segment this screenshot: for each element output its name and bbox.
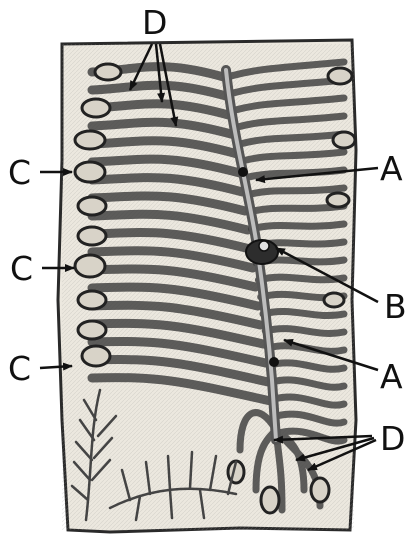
egg-niche-lower <box>269 357 279 367</box>
egg-niche-upper <box>238 167 248 177</box>
larval-gallery <box>263 311 344 315</box>
larval-gallery <box>251 224 344 229</box>
label-a-upper: A <box>380 149 403 188</box>
nuptial-hole <box>259 241 269 251</box>
label-c-lower: C <box>8 349 31 388</box>
label-d-bottom: D <box>380 419 405 458</box>
label-c-middle: C <box>10 249 33 288</box>
label-a-lower: A <box>380 357 403 396</box>
label-c-upper: C <box>8 153 31 192</box>
label-b: B <box>384 287 407 326</box>
label-d-top: D <box>142 3 167 42</box>
